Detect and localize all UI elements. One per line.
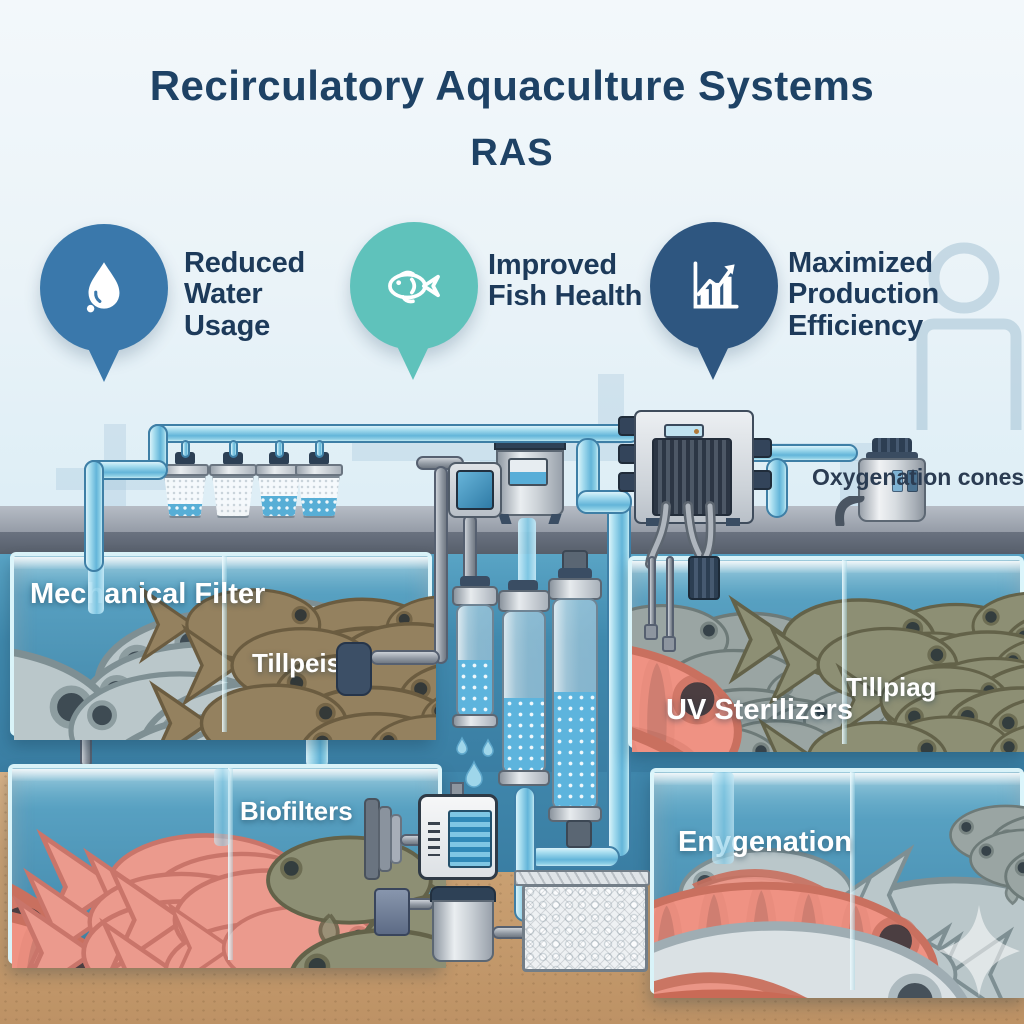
benefit-badge-fish bbox=[350, 222, 478, 350]
label-mechanical-filter: Mechanical Filter bbox=[30, 578, 266, 610]
tank-divider bbox=[842, 560, 847, 744]
badge-tail bbox=[696, 344, 730, 380]
main-supply-pipe bbox=[148, 424, 640, 443]
water-stream bbox=[214, 768, 230, 846]
page-subtitle: RAS bbox=[470, 132, 554, 174]
submerged-diffuser bbox=[688, 556, 720, 600]
growth-chart-icon bbox=[693, 261, 739, 309]
pipe-segment bbox=[434, 466, 448, 664]
water-drop-icon bbox=[86, 262, 120, 313]
pipe-segment bbox=[576, 490, 632, 514]
bio-media-basket bbox=[522, 884, 648, 972]
pipe-segment bbox=[528, 846, 620, 868]
sensor-probe bbox=[666, 556, 674, 640]
badge-tail bbox=[396, 344, 430, 380]
background-silhouette bbox=[916, 242, 1022, 430]
tank-divider bbox=[850, 772, 855, 990]
benefit-label-water: Reduced Water Usage bbox=[184, 247, 306, 342]
pipe-segment bbox=[80, 732, 92, 768]
page-title: Recirculatory Aquaculture Systems bbox=[149, 62, 875, 109]
fish-icon bbox=[388, 270, 440, 304]
water-stream bbox=[712, 772, 734, 864]
sensor-probe bbox=[648, 556, 656, 628]
valve-box bbox=[374, 888, 410, 936]
pump-grill bbox=[448, 810, 492, 868]
filter-drop-pipe bbox=[315, 440, 324, 458]
filter-drop-pipe bbox=[275, 440, 284, 458]
label-biofilters: Biofilters bbox=[240, 796, 353, 826]
sight-glass bbox=[508, 458, 548, 486]
sparkle-watermark bbox=[938, 905, 1020, 997]
equipment-shelf-front bbox=[0, 532, 1024, 554]
water-stream bbox=[518, 518, 536, 594]
chiller-display bbox=[664, 424, 704, 438]
label-tilapia-2: Tillpiag bbox=[846, 672, 937, 702]
tank-outlet-port bbox=[336, 642, 372, 696]
filter-drop-pipe bbox=[229, 440, 238, 458]
tank-divider bbox=[228, 768, 233, 960]
monitor-screen bbox=[456, 470, 494, 510]
benefit-badge-water bbox=[40, 224, 168, 352]
label-oxygenation-cones: Oxygenation cones bbox=[812, 464, 1024, 490]
pipe-segment bbox=[370, 650, 440, 665]
label-uv-sterilizers: UV Sterilizers bbox=[666, 694, 853, 726]
badge-tail bbox=[87, 346, 121, 382]
media-basket-rim bbox=[514, 870, 650, 886]
tank-divider bbox=[222, 556, 227, 732]
benefit-label-efficiency: Maximized Production Efficiency bbox=[788, 247, 940, 342]
label-tilapia-1: Tillpeis bbox=[252, 648, 342, 678]
benefit-badge-efficiency bbox=[650, 222, 778, 350]
pipe-segment bbox=[84, 460, 104, 572]
filter-drop-pipe bbox=[181, 440, 190, 458]
cone-drain-pipe bbox=[835, 496, 865, 526]
canister bbox=[432, 900, 494, 962]
pipe-segment bbox=[607, 490, 631, 858]
benefit-label-fish: Improved Fish Health bbox=[488, 249, 643, 313]
control-monitor bbox=[448, 462, 502, 518]
label-enygenation: Enygenation bbox=[678, 826, 853, 858]
water-drips bbox=[456, 736, 494, 788]
